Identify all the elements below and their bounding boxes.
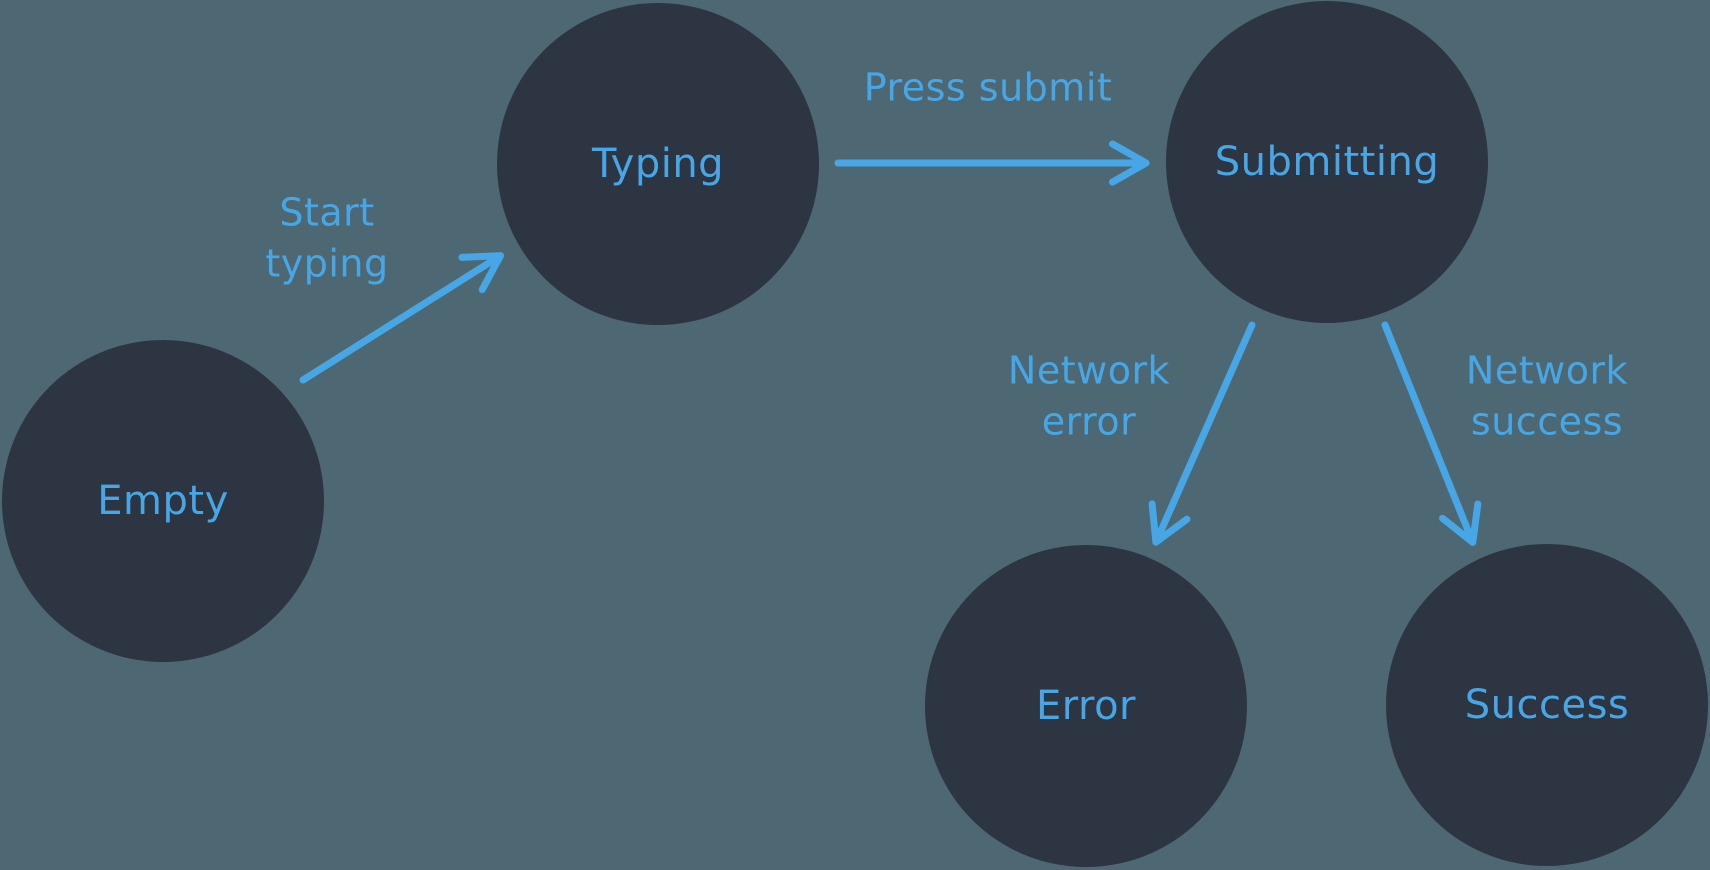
edge-label-press-submit: Press submit [863, 65, 1113, 110]
state-node-label: Success [1464, 682, 1630, 728]
state-node-label: Submitting [1214, 139, 1440, 185]
arrow-network-error-icon [1148, 321, 1256, 546]
state-node-typing: Typing [497, 3, 819, 325]
state-node-label: Typing [591, 141, 725, 187]
state-node-error: Error [925, 545, 1247, 867]
state-node-label: Empty [97, 478, 229, 524]
state-node-label: Error [1036, 683, 1136, 729]
state-node-empty: Empty [2, 340, 324, 662]
state-node-submitting: Submitting [1166, 1, 1488, 323]
arrow-start-typing-icon [299, 252, 505, 384]
edge-label-network-error: Network error [1007, 348, 1171, 444]
edge-label-start-typing: Start typing [265, 190, 389, 286]
edge-label-network-success: Network success [1465, 348, 1629, 444]
arrow-network-success-icon [1381, 321, 1482, 546]
state-node-success: Success [1386, 544, 1708, 866]
